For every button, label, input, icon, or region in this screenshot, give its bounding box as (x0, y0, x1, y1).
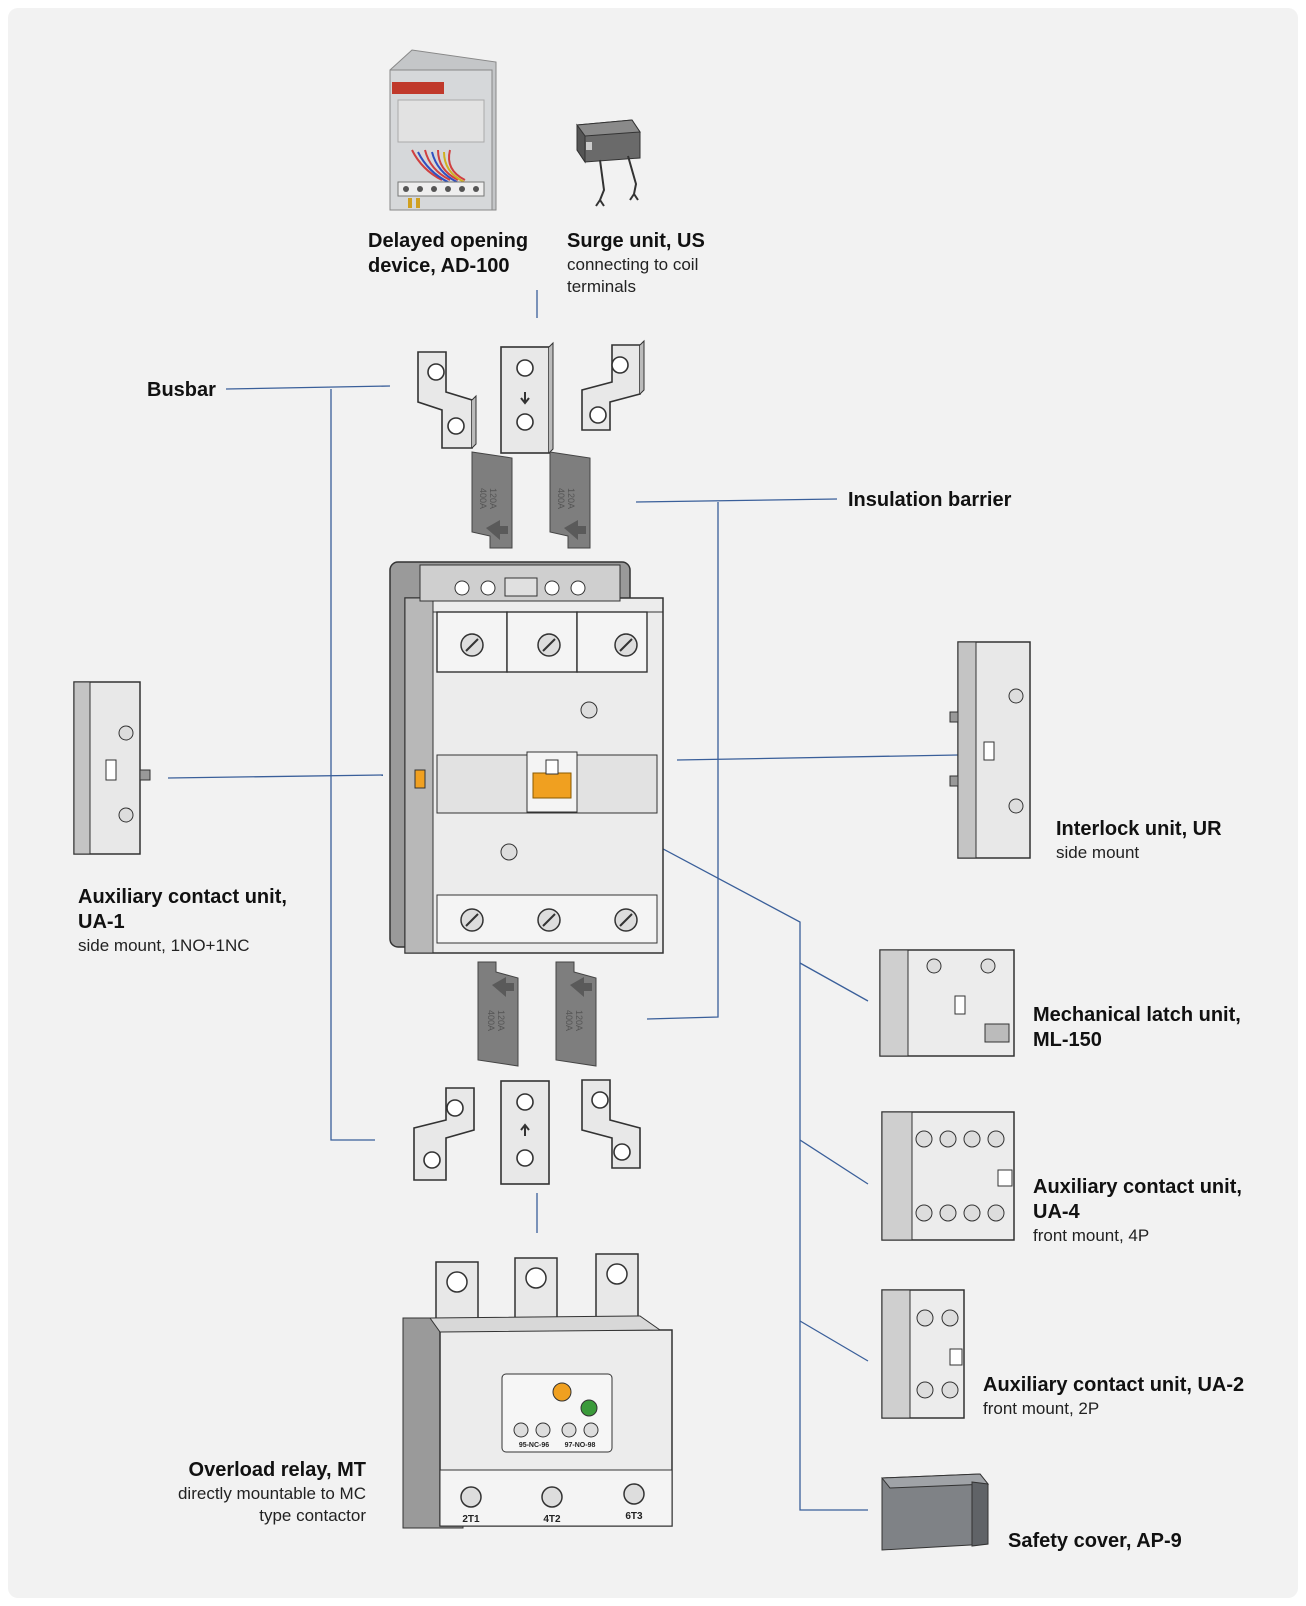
aux-ua2-subtitle: front mount, 2P (983, 1399, 1100, 1418)
leader-lines (167, 290, 959, 1511)
relay-contact-nc: 95-NC-96 (519, 1442, 549, 1449)
delayed-opening-title: Delayed opening device, AD-100 (368, 230, 529, 277)
safety-cover-title: Safety cover, AP-9 (1008, 1530, 1182, 1552)
aux-contact-ua4-image (881, 1111, 1015, 1241)
barrier-text-line: 120A (566, 488, 576, 509)
aux-ua2-title: Auxiliary contact unit, UA-2 (983, 1374, 1245, 1396)
aux-ua1-title: Auxiliary contact unit, UA-1 (78, 886, 287, 933)
label-surge-unit: Surge unit, US connecting to coil termin… (567, 229, 705, 298)
label-delayed-opening-device: Delayed opening device, AD-100 (368, 229, 528, 279)
insulation-barrier-top-left (471, 451, 513, 549)
mech-latch-title: Mechanical latch unit, ML-150 (1033, 1004, 1241, 1051)
label-aux-contact-ua1: Auxiliary contact unit, UA-1 side mount,… (78, 885, 287, 957)
label-aux-contact-ua4: Auxiliary contact unit, UA-4 front mount… (1033, 1175, 1242, 1247)
busbar-bottom-left (413, 1087, 475, 1181)
barrier-text-bottom-left: 120A400A (486, 1010, 506, 1031)
relay-terminal-2t1: 2T1 (462, 1514, 480, 1525)
overload-relay-title: Overload relay, MT (188, 1459, 366, 1481)
busbar-bottom-right (581, 1079, 641, 1169)
label-overload-relay: Overload relay, MT directly mountable to… (140, 1458, 366, 1527)
barrier-text-line: 400A (564, 1010, 574, 1031)
overload-relay-subtitle: directly mountable to MC type contactor (177, 1484, 366, 1525)
insulation-barrier-bottom-right (555, 961, 597, 1067)
insulation-barrier-bottom-left (477, 961, 519, 1067)
overload-relay-image: 95-NC-96 97-NO-98 2T1 4T2 6T3 (402, 1253, 673, 1529)
mechanical-latch-image (879, 949, 1015, 1057)
aux-contact-ua1-image (73, 681, 151, 855)
relay-terminal-4t2: 4T2 (543, 1514, 561, 1525)
label-aux-contact-ua2: Auxiliary contact unit, UA-2 front mount… (983, 1373, 1244, 1420)
surge-unit-subtitle: connecting to coil terminals (567, 255, 699, 296)
barrier-text-line: 400A (486, 1010, 496, 1031)
aux-ua4-title: Auxiliary contact unit, UA-4 (1033, 1176, 1242, 1223)
busbar-top-left (417, 351, 477, 449)
aux-ua4-subtitle: front mount, 4P (1033, 1226, 1150, 1245)
barrier-text-top-left: 120A400A (478, 488, 498, 509)
contactor-image (389, 561, 664, 954)
busbar-bottom-middle (500, 1080, 550, 1185)
barrier-text-line: 400A (556, 488, 566, 509)
busbar-title: Busbar (147, 379, 216, 401)
interlock-subtitle: side mount (1056, 843, 1140, 862)
interlock-title: Interlock unit, UR (1056, 818, 1222, 840)
delayed-opening-device-image (389, 49, 497, 211)
relay-terminal-6t3: 6T3 (625, 1511, 643, 1522)
aux-contact-ua2-image (881, 1289, 965, 1419)
barrier-text-line: 120A (574, 1010, 584, 1031)
label-insulation-barrier: Insulation barrier (848, 488, 1011, 513)
barrier-text-top-right: 120A400A (556, 488, 576, 509)
interlock-unit-image (949, 641, 1031, 859)
label-interlock-unit: Interlock unit, UR side mount (1056, 817, 1222, 864)
busbar-top-right (581, 339, 645, 431)
label-safety-cover: Safety cover, AP-9 (1008, 1529, 1182, 1554)
safety-cover-image (880, 1473, 990, 1551)
insulation-barrier-title: Insulation barrier (848, 489, 1012, 511)
insulation-barrier-top-right (549, 451, 591, 549)
label-busbar: Busbar (147, 378, 216, 403)
relay-contact-no: 97-NO-98 (565, 1442, 596, 1449)
busbar-top-middle (500, 341, 554, 454)
label-mechanical-latch: Mechanical latch unit, ML-150 (1033, 1003, 1241, 1053)
aux-ua1-subtitle: side mount, 1NO+1NC (78, 936, 250, 955)
barrier-text-line: 400A (478, 488, 488, 509)
surge-unit-image (576, 119, 641, 207)
barrier-text-bottom-right: 120A400A (564, 1010, 584, 1031)
barrier-text-line: 120A (488, 488, 498, 509)
surge-unit-title: Surge unit, US (567, 230, 705, 252)
barrier-text-line: 120A (496, 1010, 506, 1031)
